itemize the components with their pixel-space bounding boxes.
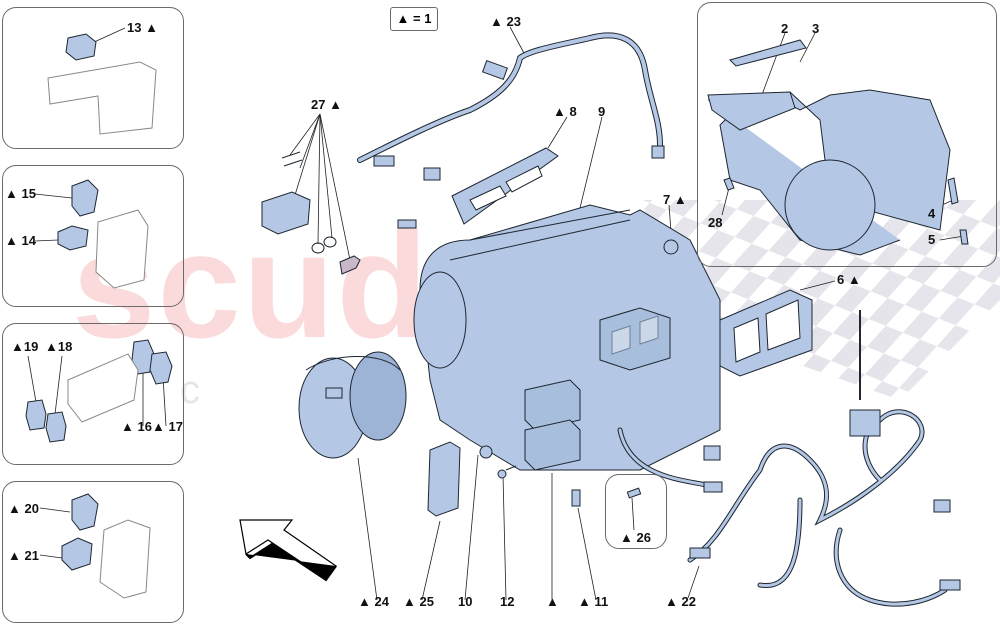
harness-23-outline xyxy=(357,32,663,163)
actuator-14 xyxy=(57,225,89,251)
screw-12 xyxy=(497,469,507,479)
harness-22 xyxy=(618,410,947,606)
pollen-filter-3 xyxy=(729,39,807,67)
sensor-26 xyxy=(626,487,642,499)
callout-9[interactable]: 9 xyxy=(598,104,606,119)
callout-1[interactable]: ▲ xyxy=(546,594,559,609)
screw-10 xyxy=(479,445,493,459)
inset-top-left xyxy=(2,7,184,149)
harness-22-connector-4 xyxy=(933,499,951,513)
cover-2 xyxy=(707,91,796,131)
actuator-21 xyxy=(61,537,93,571)
main-unit-drum xyxy=(413,271,467,369)
callout-12[interactable]: 12 xyxy=(500,594,515,609)
callout-6[interactable]: 6 ▲ xyxy=(837,272,861,287)
o-ring-2 xyxy=(323,236,337,248)
callout-5[interactable]: 5 xyxy=(928,232,936,247)
harness-22-connector-1 xyxy=(703,445,721,461)
callout-7[interactable]: 7 ▲ xyxy=(663,192,687,207)
callout-14[interactable]: ▲ 14 xyxy=(5,233,36,248)
main-unit-box-1 xyxy=(524,379,581,431)
direction-arrow-icon xyxy=(239,519,338,582)
gasket-27 xyxy=(339,255,361,275)
harness-23-connector-1 xyxy=(481,59,509,81)
harness-22-connector-2 xyxy=(703,481,723,493)
callout-24[interactable]: ▲ 24 xyxy=(358,594,389,609)
callout-28[interactable]: 28 xyxy=(708,215,723,230)
harness-23-connector-5 xyxy=(397,219,417,229)
main-unit-vent-1 xyxy=(599,307,671,371)
o-ring-1 xyxy=(311,242,325,254)
bolt-2 xyxy=(283,159,303,167)
checker-flag-background xyxy=(640,200,1000,400)
inset-left-3 xyxy=(2,323,184,465)
callout-15[interactable]: ▲ 15 xyxy=(5,186,36,201)
callout-20[interactable]: ▲ 20 xyxy=(8,501,39,516)
actuator-20 xyxy=(71,493,99,531)
inset-top-right xyxy=(697,2,997,267)
actuator-19 xyxy=(25,399,47,431)
bolt-1 xyxy=(281,151,301,159)
bracket-28 xyxy=(723,177,735,191)
callout-17[interactable]: ▲ 17 xyxy=(152,419,183,434)
callout-22[interactable]: ▲ 22 xyxy=(665,594,696,609)
callout-25[interactable]: ▲ 25 xyxy=(403,594,434,609)
hose-4 xyxy=(947,177,959,205)
callout-23[interactable]: ▲ 23 xyxy=(490,14,521,29)
callout-11[interactable]: ▲ 11 xyxy=(578,594,609,609)
inset-small xyxy=(605,474,667,549)
callout-8[interactable]: ▲ 8 xyxy=(553,104,577,119)
callout-18[interactable]: ▲18 xyxy=(45,339,73,354)
legend-quantity: ▲ = 1 xyxy=(390,7,438,31)
inset-left-2 xyxy=(2,165,184,307)
grommet-7 xyxy=(663,239,679,255)
callout-13[interactable]: 13 ▲ xyxy=(127,20,158,35)
housing-inset2 xyxy=(95,209,149,289)
callout-4[interactable]: 4 xyxy=(928,206,936,221)
inset-left-4 xyxy=(2,481,184,623)
blower-connector xyxy=(325,387,343,399)
leader-lines xyxy=(27,26,965,601)
harness-22-connector-5 xyxy=(939,579,961,591)
seal-frame-8 xyxy=(451,147,559,225)
harness-23-connector-4 xyxy=(423,167,441,181)
callout-27[interactable]: 27 ▲ xyxy=(311,97,342,112)
actuator-13 xyxy=(65,33,97,61)
harness-22-connector-3 xyxy=(689,547,711,559)
ac-unit-inset-blower xyxy=(784,159,876,251)
callout-10[interactable]: 10 xyxy=(458,594,473,609)
blower-wheel-24 xyxy=(349,351,407,441)
actuator-17 xyxy=(149,351,173,385)
harness-23-connector-2 xyxy=(651,145,665,159)
housing-inset4 xyxy=(99,519,151,599)
callout-16[interactable]: ▲ 16 xyxy=(121,419,152,434)
callout-26[interactable]: ▲ 26 xyxy=(620,530,651,545)
sensor-11 xyxy=(571,489,581,507)
main-unit-1 xyxy=(419,204,721,471)
callout-21[interactable]: ▲ 21 xyxy=(8,548,39,563)
expansion-valve xyxy=(261,191,311,235)
blower-resistor-25 xyxy=(427,441,461,517)
main-unit-box-2 xyxy=(524,419,581,471)
harness-23 xyxy=(358,33,662,162)
callout-2[interactable]: 2 xyxy=(781,21,789,36)
parts-shapes xyxy=(25,32,969,607)
housing-inset3 xyxy=(67,353,139,423)
harness-23-connector-3 xyxy=(373,155,395,167)
actuator-18 xyxy=(45,411,67,443)
actuator-15 xyxy=(71,179,99,217)
callout-3[interactable]: 3 xyxy=(812,21,820,36)
hose-5 xyxy=(959,229,969,245)
callout-19[interactable]: ▲19 xyxy=(11,339,39,354)
housing-inset1 xyxy=(47,61,157,135)
harness-22-block xyxy=(849,409,881,437)
